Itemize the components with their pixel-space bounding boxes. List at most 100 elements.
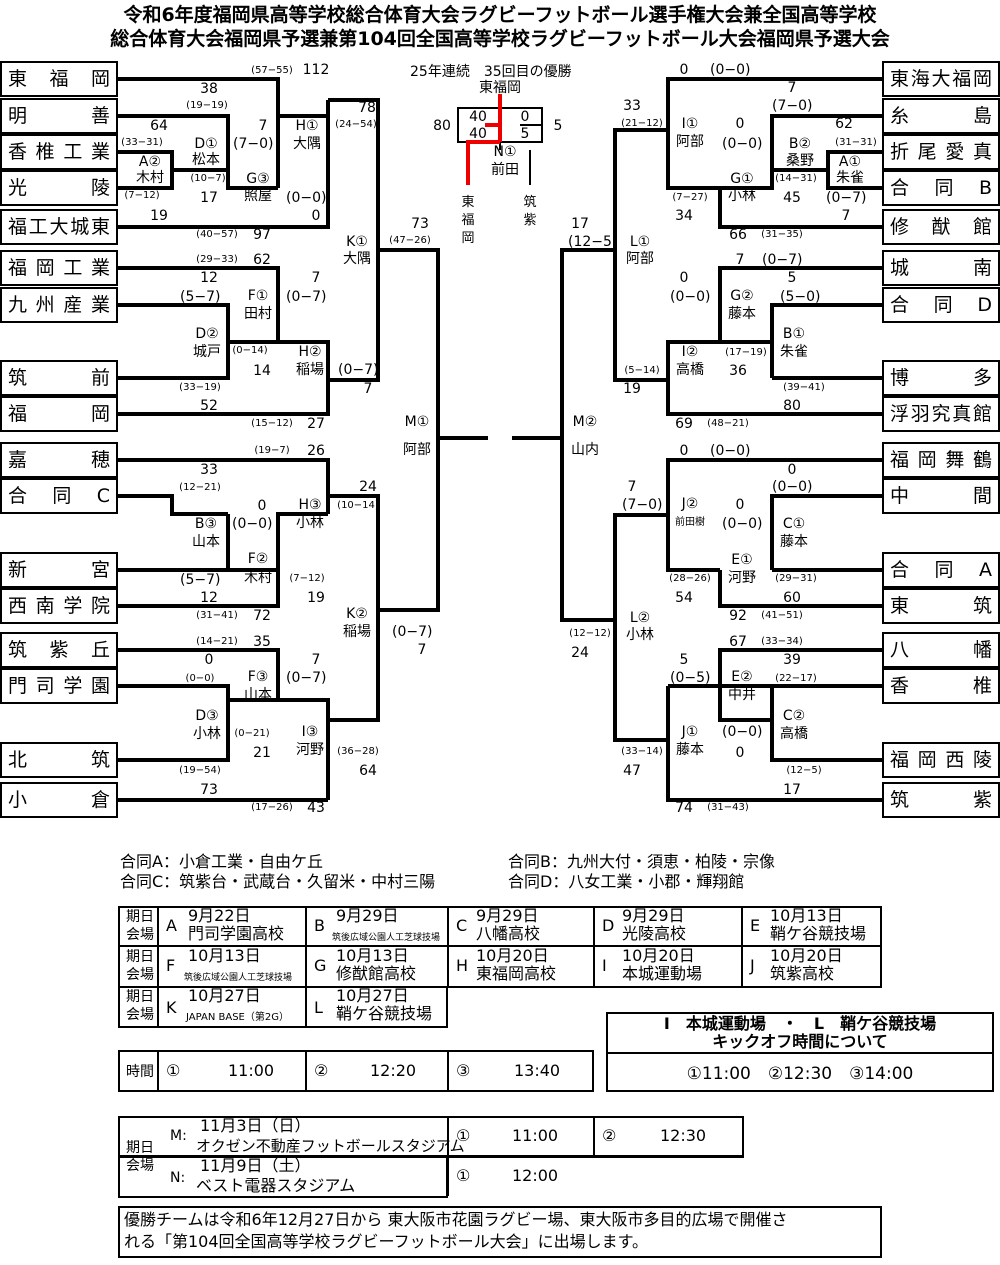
lbl: 24 (359, 479, 377, 495)
lbl: (19−54) (179, 765, 221, 776)
lbl: 78 (358, 100, 376, 116)
venue-key: B (314, 916, 325, 935)
lbl: (19−19) (186, 100, 228, 111)
lbl: 43 (307, 800, 325, 816)
title-line-2: 総合体育大会福岡県予選兼第104回全国高等学校ラグビーフットボール大会福岡県予選… (110, 28, 890, 50)
team-left-8: 筑 前 (0, 360, 118, 396)
streak-note: 25年連続 35回目の優勝 (410, 64, 572, 80)
team-left-6: 福岡工業 (0, 250, 118, 286)
team-right-3: 折尾愛真 (882, 134, 1000, 170)
lbl: (33−31) (121, 137, 163, 148)
team-left-9: 福 岡 (0, 396, 118, 432)
team-right-5: 修 猷 館 (882, 209, 1000, 245)
venue-key: L (314, 998, 323, 1017)
final-h1-left: 40 (469, 109, 487, 125)
lbl: (31−31) (835, 137, 877, 148)
kickoff-title-2: キックオフ時間について (712, 1032, 888, 1051)
lbl: 97 (253, 227, 271, 243)
venue-date: 10月13日 (770, 906, 843, 925)
label-time: 時間 (126, 1064, 154, 1080)
lbl: H① (295, 118, 319, 134)
lbl: (12−5) (786, 765, 822, 776)
team-right-10: 福岡舞鶴 (882, 442, 1000, 478)
team-left-16: 北 筑 (0, 742, 118, 778)
lbl: 21 (253, 745, 271, 761)
venue-name: 光陵高校 (622, 924, 687, 943)
lbl: 7 (841, 208, 851, 224)
final-total-right: 5 (553, 118, 563, 134)
lbl: J② (681, 496, 699, 512)
lbl: 19 (307, 590, 325, 606)
team-left-3: 香椎工業 (0, 134, 118, 170)
team-left-11: 合 同 C (0, 478, 118, 514)
kickoff-divider (606, 1052, 994, 1054)
lbl: (12−21) (179, 482, 221, 493)
venue-date: 10月27日 (336, 986, 409, 1005)
lbl: 稲場 (296, 362, 324, 378)
lbl: (31−41) (196, 610, 238, 621)
venue-name: 八幡高校 (476, 924, 541, 943)
lbl: 7 (787, 80, 797, 96)
lbl: 小林 (728, 188, 756, 204)
lbl: E① (731, 552, 753, 568)
venue-name: 修猷館高校 (336, 964, 417, 983)
lbl: (12−12) (569, 628, 611, 639)
team-right-16: 福岡西陵 (882, 742, 1000, 778)
lbl: (33−34) (761, 636, 803, 647)
lbl: 0 (735, 116, 745, 132)
venue-name: 筑紫高校 (770, 964, 835, 983)
venue-key: K (166, 998, 177, 1017)
lbl: 19 (623, 381, 641, 397)
venue-date: 10月13日 (336, 946, 409, 965)
venue-key: F (166, 956, 176, 975)
lbl: G③ (246, 171, 270, 187)
final-h1-right: 0 (520, 109, 530, 125)
final-date: 11月3日（日） (200, 1116, 311, 1135)
venue-key: G (314, 956, 327, 975)
lbl: F① (247, 288, 269, 304)
lbl: K② (346, 606, 368, 622)
lbl: (0−0) (232, 516, 273, 532)
lbl: (28−26) (669, 573, 711, 584)
final-key: N: (170, 1170, 186, 1186)
venue-date: 10月20日 (476, 946, 549, 965)
lbl: (0−0) (722, 516, 763, 532)
lbl: 73 (411, 216, 429, 232)
lbl: (29−31) (775, 573, 817, 584)
finalist-right-vertical: 筑紫 (523, 195, 537, 228)
lbl: M① (404, 414, 430, 430)
lbl: (47−26) (389, 235, 431, 246)
team-right-2: 糸 島 (882, 98, 1000, 134)
lbl: 木村 (244, 570, 272, 586)
team-left-17: 小 倉 (0, 782, 118, 818)
team-left-7: 九州産業 (0, 287, 118, 323)
lbl: (22−17) (775, 673, 817, 684)
lbl: 73 (200, 782, 218, 798)
team-left-2: 明 善 (0, 98, 118, 134)
lbl: (0−7) (286, 289, 327, 305)
lbl: 0 (257, 498, 267, 514)
time-row (118, 1050, 594, 1092)
venue-name: 本城運動場 (622, 964, 703, 983)
lbl: 木村 (136, 170, 164, 186)
team-right-11: 中 間 (882, 478, 1000, 514)
lbl: 60 (783, 590, 801, 606)
lbl: 0 (679, 62, 689, 78)
venue-name: 鞘ケ谷競技場 (770, 924, 867, 943)
venue-key: E (750, 916, 761, 935)
lbl: 藤本 (728, 306, 756, 322)
lbl: I③ (301, 724, 319, 740)
final-referee: 前田 (491, 162, 519, 178)
slot-key: ② (314, 1061, 329, 1080)
lbl: A① (838, 154, 862, 170)
label-venue: 会場 (126, 1007, 154, 1023)
lbl: L② (629, 610, 651, 626)
lbl: G② (730, 288, 754, 304)
lbl: (33−14) (621, 746, 663, 757)
lbl: 19 (150, 208, 168, 224)
venue-date: 9月29日 (622, 906, 685, 925)
lbl: M② (572, 414, 598, 430)
lbl: (5−0) (780, 289, 821, 305)
lbl: (0−0) (670, 289, 711, 305)
